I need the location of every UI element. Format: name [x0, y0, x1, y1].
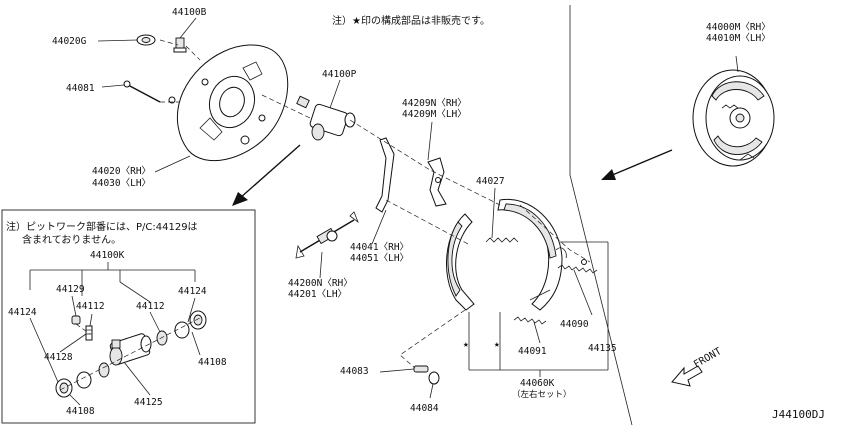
arrow-to-inset: [232, 144, 301, 206]
bolt-44081: [127, 84, 161, 103]
cup-44112-left: [98, 362, 110, 378]
label-44112-right: 44112: [136, 301, 165, 312]
spring-44090: [557, 264, 598, 274]
label-44200N-rh: 44200N〈RH〉: [288, 278, 353, 289]
spring-44091: [513, 316, 547, 325]
label-44128: 44128: [44, 352, 73, 363]
piston-44124-right: [174, 321, 190, 339]
cup-44084: [428, 371, 440, 385]
label-44108-right: 44108: [198, 357, 227, 368]
star-marker-icon: ★: [494, 339, 500, 350]
note-non-sale: 注）★印の構成部品は非販売です。: [332, 14, 490, 27]
parking-lever-44041: [375, 137, 395, 213]
label-44125: 44125: [134, 397, 163, 408]
label-44129: 44129: [56, 284, 85, 295]
cylinder-body-44125: [109, 333, 152, 366]
part-labels: 44100B 44020G 44081 44100P 44020〈RH〉 440…: [8, 7, 771, 417]
front-arrow-icon: [671, 365, 703, 387]
return-spring-44027: [485, 237, 519, 243]
label-44020-rh: 44020〈RH〉: [92, 166, 151, 177]
adjuster-44200N: [295, 211, 359, 259]
brake-shoe-group: ★ ★: [295, 119, 609, 399]
label-44124-right: 44124: [178, 286, 207, 297]
label-44083: 44083: [340, 366, 369, 377]
cup-44112-right: [156, 330, 168, 346]
label-44084: 44084: [410, 403, 439, 414]
wheel-cylinder-44100P: [296, 95, 356, 141]
label-44209N-rh: 44209N〈RH〉: [402, 98, 467, 109]
label-44027: 44027: [476, 176, 505, 187]
label-44209M-lh: 44209M〈LH〉: [402, 109, 467, 120]
inset-note-line2: 含まれておりません。: [22, 233, 121, 246]
bleeder-cap-44129: [71, 315, 81, 325]
label-44051-lh: 44051〈LH〉: [350, 253, 409, 264]
backing-plate-group: [97, 17, 356, 173]
label-44010M-lh: 44010M〈LH〉: [706, 33, 771, 44]
label-44135: 44135: [588, 343, 617, 354]
label-44108-left: 44108: [66, 406, 95, 417]
section-dividers: [1, 5, 633, 425]
label-44020G: 44020G: [52, 36, 87, 47]
label-44041-rh: 44041〈RH〉: [350, 242, 409, 253]
piston-44124-left: [76, 371, 92, 389]
bleeder-screw-44128: [85, 325, 93, 341]
pin-44083: [413, 365, 429, 373]
label-44000M-rh: 44000M〈RH〉: [706, 22, 771, 33]
front-label: FRONT: [692, 346, 724, 371]
label-44081: 44081: [66, 83, 95, 94]
inset-box: [1, 209, 256, 424]
label-44100B: 44100B: [172, 7, 207, 18]
label-44100K: 44100K: [90, 250, 125, 261]
star-marker-icon: ★: [463, 339, 469, 350]
label-44030-lh: 44030〈LH〉: [92, 178, 151, 189]
inset-note-line1: 注）ピットワーク部番には、P/C:44129は: [6, 220, 198, 233]
label-44112-left: 44112: [76, 301, 105, 312]
label-44201-lh: 44201〈LH〉: [288, 289, 347, 300]
label-44060K: 44060K: [520, 378, 555, 389]
brake-assembly-44000M: [601, 55, 775, 180]
label-44100P: 44100P: [322, 69, 357, 80]
label-44090: 44090: [560, 319, 589, 330]
label-44091: 44091: [518, 346, 547, 357]
diagram-code: J44100DJ: [772, 408, 825, 421]
front-indicator: FRONT: [671, 346, 724, 387]
label-44124-left: 44124: [8, 307, 37, 318]
label-44060K-set: （左右セット）: [512, 389, 572, 400]
wheel-cylinder-kit-inset: [29, 262, 207, 406]
